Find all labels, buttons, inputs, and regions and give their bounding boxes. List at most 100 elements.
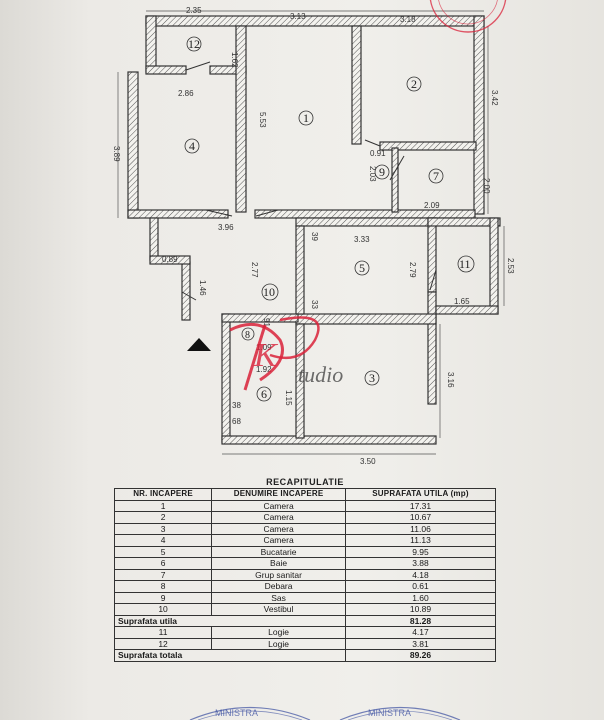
- dim-039: 39: [310, 232, 319, 241]
- room-12-label: 12: [188, 37, 200, 51]
- row-name: Camera: [211, 534, 346, 547]
- sum-totala-value: 89.26: [344, 649, 497, 662]
- col-header-name: DENUMIRE INCAPERE: [211, 488, 346, 501]
- row-nr: 11: [113, 626, 213, 639]
- room-5-label: 5: [359, 261, 365, 275]
- dim-top-right: 3.18: [400, 15, 416, 24]
- dim-091b: 91: [262, 318, 271, 327]
- dim-253: 2.53: [506, 258, 515, 274]
- row-nr: 6: [113, 557, 213, 570]
- row-name: Camera: [211, 511, 346, 524]
- dim-033: 33: [310, 300, 319, 309]
- row-area: 10.89: [344, 603, 497, 616]
- recap-header-row: NR. INCAPERE DENUMIRE INCAPERE SUPRAFATA…: [113, 488, 497, 501]
- room-1-label: 1: [303, 111, 309, 125]
- row-area: 4.18: [344, 568, 497, 581]
- dim-553: 5.53: [258, 112, 267, 128]
- stamp-text-right: MINISTRA: [368, 708, 411, 718]
- recap-title: RECAPITULATIE: [266, 477, 344, 487]
- row-area: 3.88: [344, 557, 497, 570]
- dim-068: 68: [232, 417, 241, 426]
- room-3-label: 3: [369, 371, 375, 385]
- dim-089: 0.89: [162, 255, 178, 264]
- dim-top-left: 2.35: [186, 6, 202, 15]
- row-nr: 9: [113, 591, 213, 604]
- row-nr: 12: [113, 637, 213, 650]
- row-name: Vestibul: [211, 603, 346, 616]
- room-10-label: 10: [263, 285, 275, 299]
- dim-342: 3.42: [490, 90, 499, 106]
- row-nr: 7: [113, 568, 213, 581]
- dim-162: 1.62: [230, 52, 239, 68]
- row-name: Camera: [211, 499, 346, 512]
- dim-316: 3.16: [446, 372, 455, 388]
- recap-table-container: RECAPITULATIE NR. INCAPERE DENUMIRE INCA…: [113, 476, 497, 662]
- dim-350: 3.50: [360, 457, 376, 466]
- door-swings: [181, 61, 437, 301]
- row-area: 0.61: [344, 580, 497, 593]
- bottom-stamps: MINISTRA MINISTRA: [189, 706, 461, 720]
- dim-165: 1.65: [454, 297, 470, 306]
- col-header-nr: NR. INCAPERE: [113, 488, 213, 501]
- dim-333: 3.33: [354, 235, 370, 244]
- dim-286: 2.86: [178, 89, 194, 98]
- stamp-text-left: MINISTRA: [215, 708, 258, 718]
- row-name: Logie: [211, 637, 346, 650]
- room-2-label: 2: [411, 77, 417, 91]
- dim-192: 1.92: [256, 365, 272, 374]
- room-4-label: 4: [189, 139, 195, 153]
- row-name: Bucatarie: [211, 545, 346, 558]
- row-name: Grup sanitar: [211, 568, 346, 581]
- dim-top-mid: 3.13: [290, 12, 306, 21]
- sum-totala-label: Suprafata totala: [114, 649, 346, 662]
- dim-109: 1.09: [256, 343, 272, 352]
- dim-115: 1.15: [284, 390, 293, 406]
- dim-277: 2.77: [250, 262, 259, 278]
- dim-209: 2.09: [424, 201, 440, 210]
- row-name: Debara: [211, 580, 346, 593]
- dimension-lines: [117, 10, 505, 455]
- dim-200: 2.00: [482, 178, 491, 194]
- row-name: Baie: [211, 557, 346, 570]
- dim-146: 1.46: [198, 280, 207, 296]
- room-8-label: 8: [245, 330, 250, 341]
- room-11-label: 11: [459, 257, 471, 271]
- row-name: Camera: [211, 522, 346, 535]
- triangle-marker-icon: [187, 338, 211, 351]
- row-name: Logie: [211, 626, 346, 639]
- col-header-area: SUPRAFATA UTILA (mp): [344, 488, 497, 501]
- row-area: 4.17: [344, 626, 497, 639]
- row-area: 11.06: [344, 522, 497, 535]
- floor-plan: 2.35 3.13 3.18 1.62 2.86 5.53 3.42 3.89 …: [112, 6, 515, 466]
- dim-279: 2.79: [408, 262, 417, 278]
- dim-038: 38: [232, 401, 241, 410]
- outer-walls: [127, 15, 501, 445]
- recap-table: NR. INCAPERE DENUMIRE INCAPERE SUPRAFATA…: [113, 488, 497, 662]
- row-area: 17.31: [344, 499, 497, 512]
- row-area: 3.81: [344, 637, 497, 650]
- dim-203: 2.03: [368, 166, 377, 182]
- room-labels: 12 1 2 4 9 7 5 11 10 8 3 6: [184, 36, 475, 402]
- row-nr: 3: [113, 522, 213, 535]
- watermark-mark: K: [253, 337, 279, 374]
- row-nr: 4: [113, 534, 213, 547]
- room-7-label: 7: [433, 169, 439, 183]
- row-nr: 5: [113, 545, 213, 558]
- sum-utila-value: 81.28: [344, 614, 497, 627]
- watermark-text: tudio: [298, 362, 343, 387]
- dim-389: 3.89: [112, 146, 121, 162]
- official-seal-top: [429, 0, 507, 33]
- row-nr: 2: [113, 511, 213, 524]
- row-nr: 8: [113, 580, 213, 593]
- room-9-label: 9: [379, 165, 385, 179]
- row-nr: 1: [113, 499, 213, 512]
